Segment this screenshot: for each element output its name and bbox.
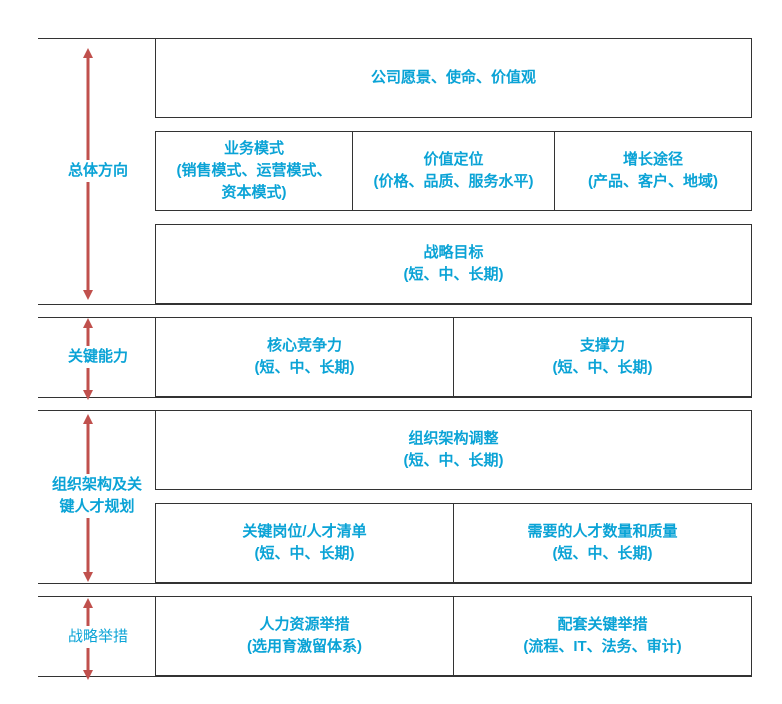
box-growth-path-line2: (产品、客户、地域) [588,173,718,190]
box-vision-title: 公司愿景、使命、价值观 [370,69,536,86]
divider-bottom [38,676,752,677]
box-vision: 公司愿景、使命、价值观 [155,38,752,118]
box-key-positions-line2: (短、中、长期) [254,545,355,562]
box-key-positions-title: 关键岗位/人才清单 [242,523,367,540]
box-core-competence: 核心竞争力 (短、中、长期) [155,317,454,397]
box-hr-measures-title: 人力资源举措 [259,616,350,633]
box-org-adjustment-line2: (短、中、长期) [403,452,504,469]
box-growth-path: 增长途径 (产品、客户、地域) [554,131,752,211]
box-business-model: 业务模式 (销售模式、运营模式、 资本模式) [155,131,353,211]
box-hr-measures: 人力资源举措 (选用育激留体系) [155,596,454,676]
box-value-positioning-title: 价值定位 [423,151,484,168]
box-growth-path-title: 增长途径 [622,151,683,168]
box-strategic-goals-line2: (短、中、长期) [403,266,504,283]
section-label-line-2: 键人才规划 [59,498,135,515]
divider-3 [38,397,752,398]
box-key-positions: 关键岗位/人才清单 (短、中、长期) [155,503,454,583]
box-value-positioning: 价值定位 (价格、品质、服务水平) [352,131,555,211]
section-label-line-1: 组织架构及关 [51,476,142,493]
box-business-model-title: 业务模式 [223,140,284,157]
box-support-capability: 支撑力 (短、中、长期) [453,317,752,397]
box-business-model-line3: 资本模式) [221,184,287,201]
divider-1 [38,304,752,305]
box-support-capability-line2: (短、中、长期) [552,359,653,376]
box-supporting-measures-line2: (流程、IT、法务、审计) [523,638,682,655]
box-support-capability-title: 支撑力 [579,337,625,354]
box-core-competence-title: 核心竞争力 [266,337,342,354]
box-org-adjustment-title: 组织架构调整 [408,430,499,447]
box-supporting-measures-title: 配套关键举措 [557,616,648,633]
box-strategic-goals-title: 战略目标 [423,244,484,261]
box-hr-measures-line2: (选用育激留体系) [247,638,362,655]
section-label-overall-direction: 总体方向 [58,160,138,182]
box-talent-needs-title: 需要的人才数量和质量 [527,523,678,540]
box-talent-needs: 需要的人才数量和质量 (短、中、长期) [453,503,752,583]
section-label-key-capabilities: 关键能力 [58,346,138,368]
box-core-competence-line2: (短、中、长期) [254,359,355,376]
box-supporting-measures: 配套关键举措 (流程、IT、法务、审计) [453,596,752,676]
section-label-strategic-measures: 战略举措 [58,626,138,648]
box-value-positioning-line2: (价格、品质、服务水平) [373,173,534,190]
box-strategic-goals: 战略目标 (短、中、长期) [155,224,752,304]
divider-5 [38,583,752,584]
section-label-org-talent-planning: 组织架构及关 键人才规划 [42,474,152,518]
box-business-model-line2: (销售模式、运营模式、 [176,162,332,179]
box-talent-needs-line2: (短、中、长期) [552,545,653,562]
box-org-adjustment: 组织架构调整 (短、中、长期) [155,410,752,490]
